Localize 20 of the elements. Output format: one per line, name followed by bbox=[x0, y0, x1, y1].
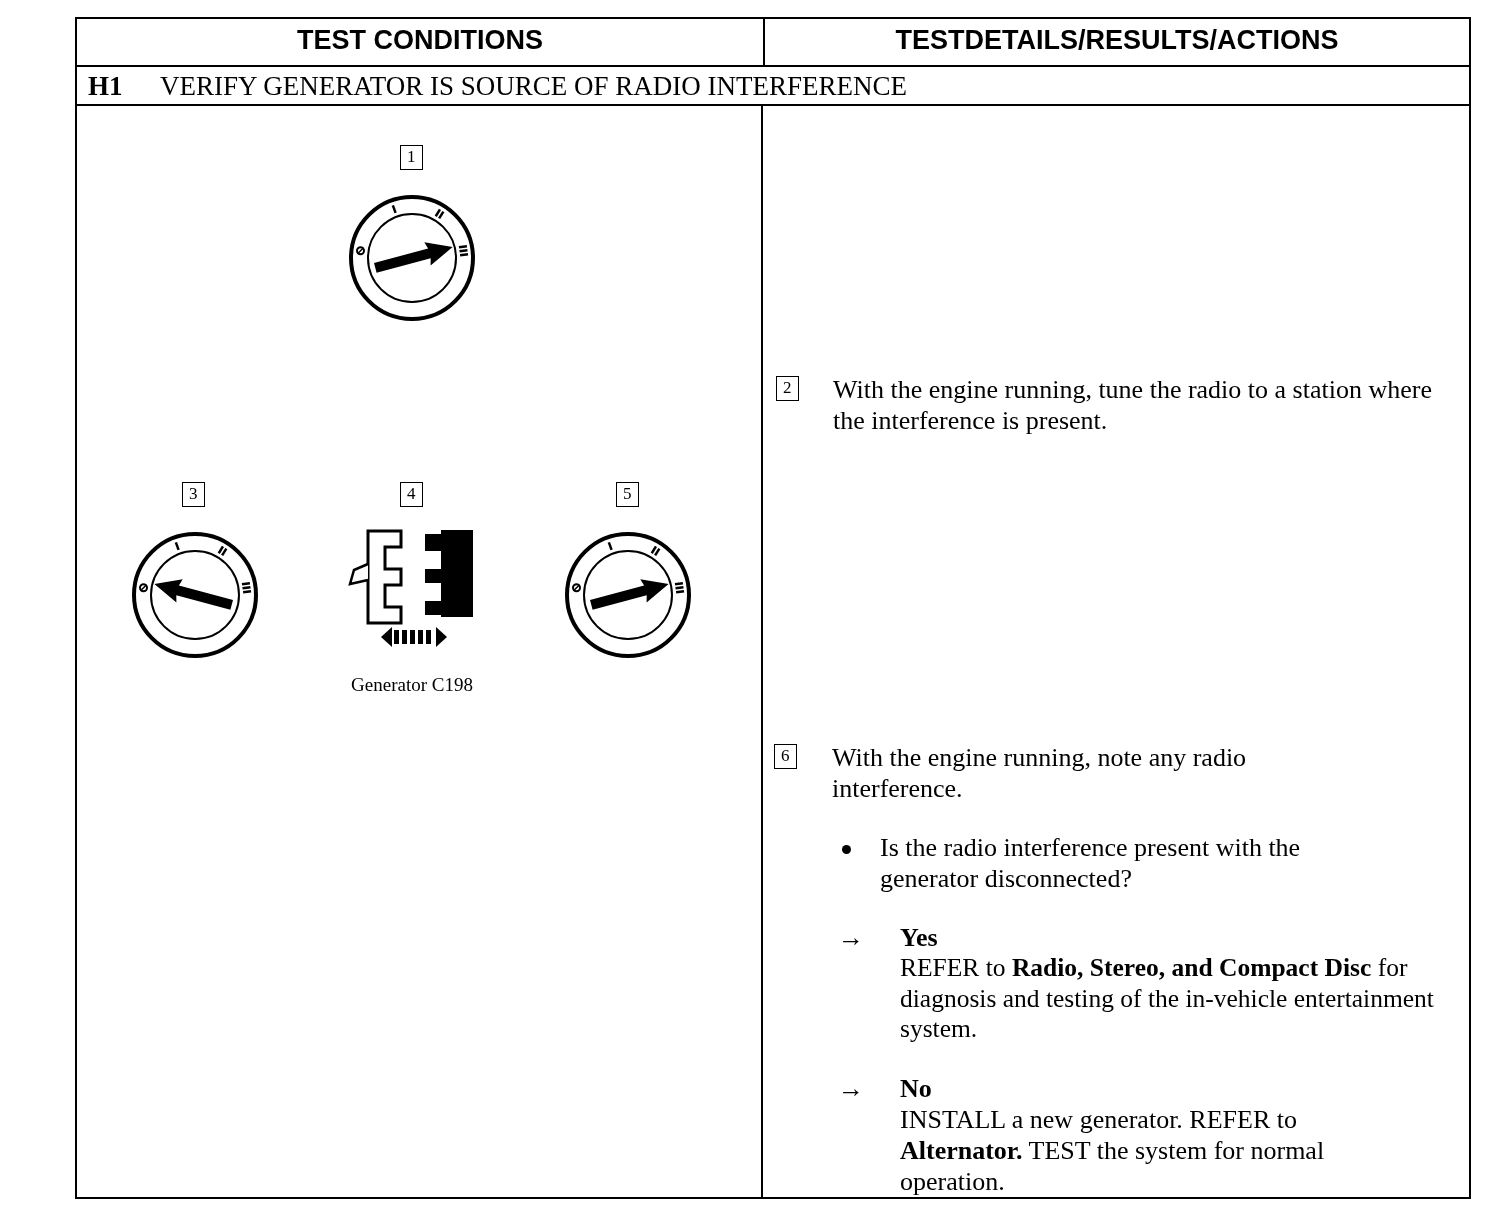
step-number: 5 bbox=[616, 482, 639, 507]
step-number: 6 bbox=[774, 744, 797, 769]
caption: Generator C198 bbox=[350, 674, 474, 697]
step-number: 2 bbox=[776, 376, 799, 401]
arrow-symbol: → bbox=[838, 922, 864, 954]
column-header: TESTDETAILS/RESULTS/ACTIONS bbox=[894, 24, 1340, 57]
question-text: Is the radio interference present with the generator disconnected? bbox=[880, 832, 1302, 895]
test-id: H1 bbox=[88, 70, 123, 103]
step-number: 3 bbox=[182, 482, 205, 507]
step-number: 1 bbox=[400, 145, 423, 170]
test-title: VERIFY GENERATOR IS SOURCE OF RADIO INTERFERENCE bbox=[160, 70, 908, 103]
column-header: TEST CONDITIONS bbox=[296, 24, 544, 57]
step-text: With the engine running, tune the radio to a station where the interference is present. bbox=[833, 374, 1433, 437]
action-text: REFER to Radio, Stereo, and Compact Disc for diagnosis and testing of the in-vehicle entertainment system. bbox=[900, 953, 1435, 1045]
step-number: 4 bbox=[400, 482, 423, 507]
answer-label: Yes bbox=[900, 922, 938, 954]
arrow-symbol: → bbox=[838, 1073, 864, 1105]
answer-label: No bbox=[900, 1073, 932, 1105]
action-text: INSTALL a new generator. REFER to Alternator. TEST the system for normal operation. bbox=[900, 1104, 1326, 1198]
step-text: With the engine running, note any radio interference. bbox=[832, 742, 1248, 805]
